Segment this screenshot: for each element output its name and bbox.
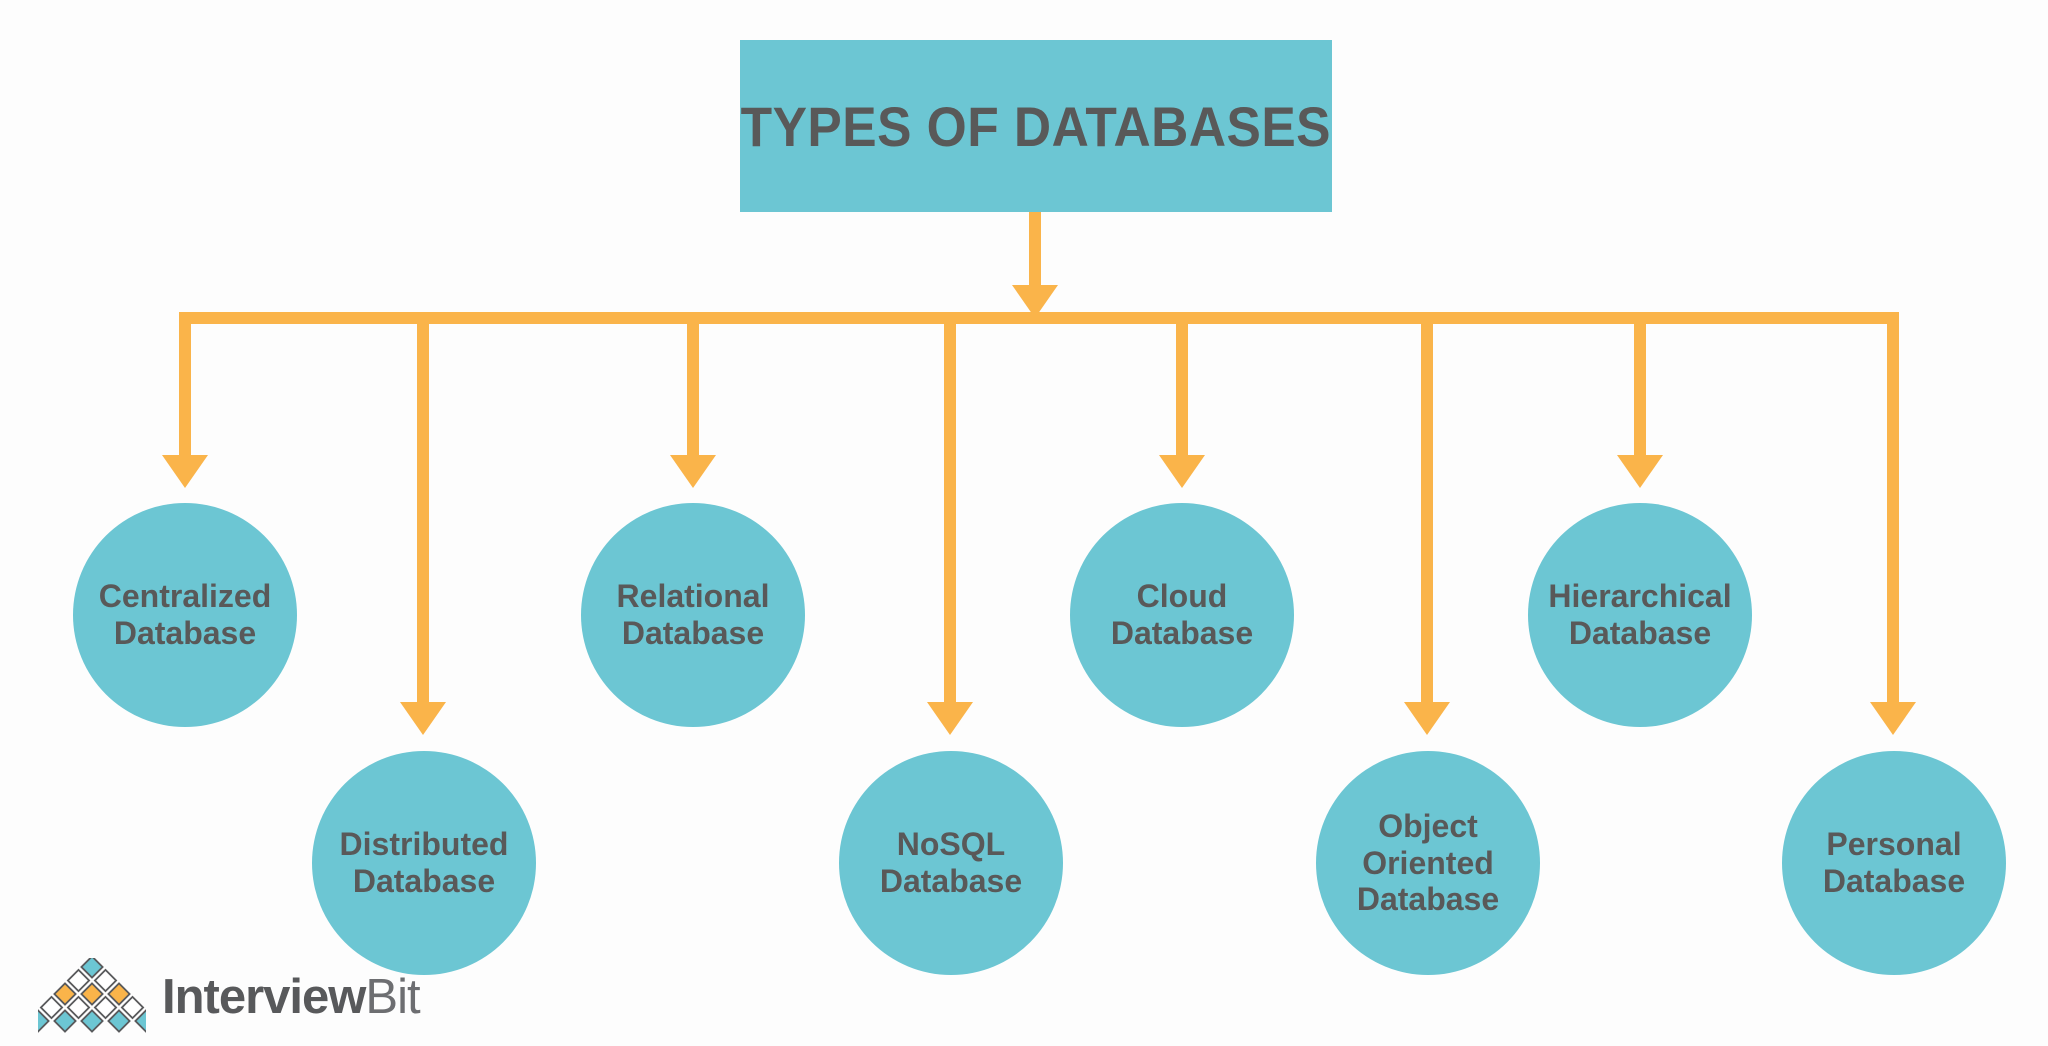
node-label-nosql: NoSQL Database (879, 826, 1023, 899)
branch-arrowhead-hierarchical (1617, 455, 1663, 488)
branch-line-personal (1887, 312, 1899, 710)
logo-word-interview: Interview (162, 970, 366, 1024)
node-label-cloud: Cloud Database (1110, 578, 1254, 651)
node-object-oriented-database[interactable]: Object Oriented Database (1316, 751, 1540, 975)
node-distributed-database[interactable]: Distributed Database (312, 751, 536, 975)
node-personal-database[interactable]: Personal Database (1782, 751, 2006, 975)
branch-line-object-oriented (1421, 312, 1433, 710)
node-label-distributed: Distributed Database (339, 826, 509, 899)
branch-arrowhead-nosql (927, 702, 973, 735)
logo-word-bit: Bit (365, 970, 420, 1024)
branch-line-cloud (1176, 312, 1188, 462)
branch-arrowhead-personal (1870, 702, 1916, 735)
branch-line-centralized (179, 312, 191, 462)
branch-arrowhead-distributed (400, 702, 446, 735)
diagram-title-box: TYPES OF DATABASES (740, 40, 1332, 212)
node-label-personal: Personal Database (1822, 826, 1966, 899)
branch-line-hierarchical (1634, 312, 1646, 462)
node-label-centralized: Centralized Database (98, 578, 272, 651)
logo-wordmark: InterviewBit (162, 969, 421, 1025)
node-label-relational: Relational Database (616, 578, 770, 651)
branch-arrowhead-object-oriented (1404, 702, 1450, 735)
branch-arrowhead-cloud (1159, 455, 1205, 488)
interviewbit-logo[interactable]: InterviewBit (38, 958, 421, 1036)
node-hierarchical-database[interactable]: Hierarchical Database (1528, 503, 1752, 727)
node-label-hierarchical: Hierarchical Database (1548, 578, 1732, 651)
branch-arrowhead-centralized (162, 455, 208, 488)
branch-line-relational (687, 312, 699, 462)
title-stem-line (1029, 212, 1041, 288)
branch-line-nosql (944, 312, 956, 710)
node-nosql-database[interactable]: NoSQL Database (839, 751, 1063, 975)
horizontal-bus-line (179, 312, 1899, 324)
branch-line-distributed (417, 312, 429, 710)
node-cloud-database[interactable]: Cloud Database (1070, 503, 1294, 727)
branch-arrowhead-relational (670, 455, 716, 488)
interviewbit-logomark-icon (38, 958, 146, 1033)
node-centralized-database[interactable]: Centralized Database (73, 503, 297, 727)
node-label-object-oriented: Object Oriented Database (1356, 807, 1500, 918)
page-title: TYPES OF DATABASES (740, 94, 1332, 158)
node-relational-database[interactable]: Relational Database (581, 503, 805, 727)
